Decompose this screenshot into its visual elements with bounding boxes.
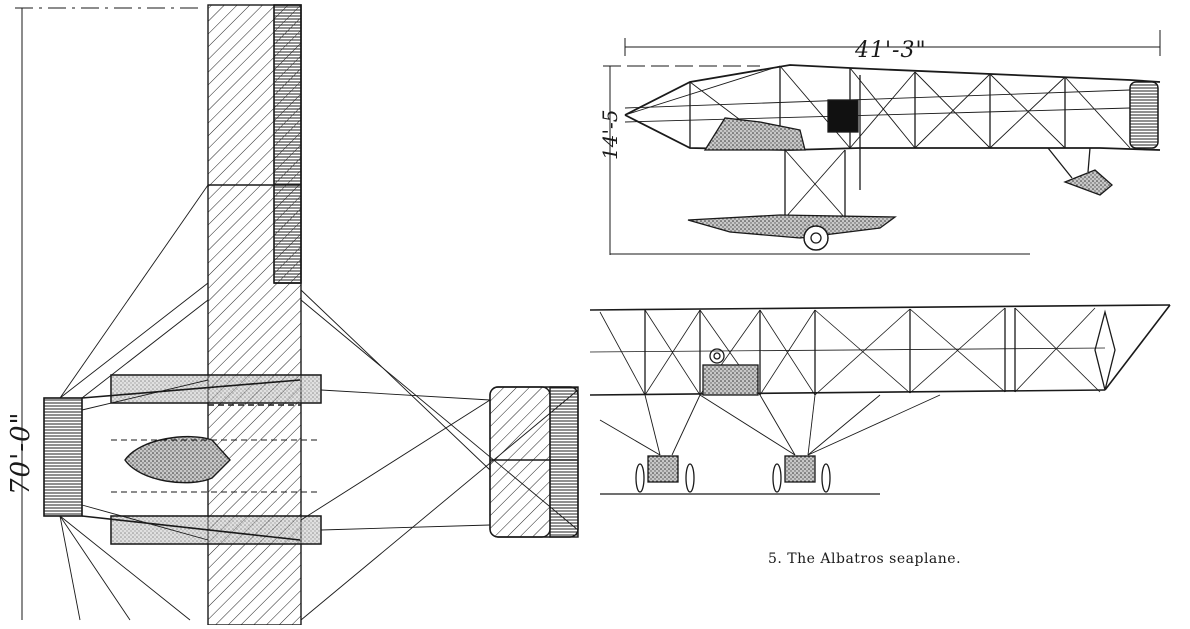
float-top — [110, 374, 322, 404]
front-view — [589, 304, 1171, 495]
height-dimension-label: 14'-5 — [598, 109, 622, 160]
figure-caption: 5. The Albatros seaplane. — [768, 551, 962, 567]
nacelle — [124, 435, 231, 484]
tailplane — [489, 386, 579, 538]
plan-view — [15, 4, 579, 626]
side-view — [603, 30, 1161, 255]
wingspan-dimension-label: 70'-0" — [6, 411, 36, 495]
plan-bracing — [59, 184, 579, 621]
span-dimension-label: 41'-3" — [855, 38, 927, 63]
tail-elevator — [43, 397, 83, 517]
